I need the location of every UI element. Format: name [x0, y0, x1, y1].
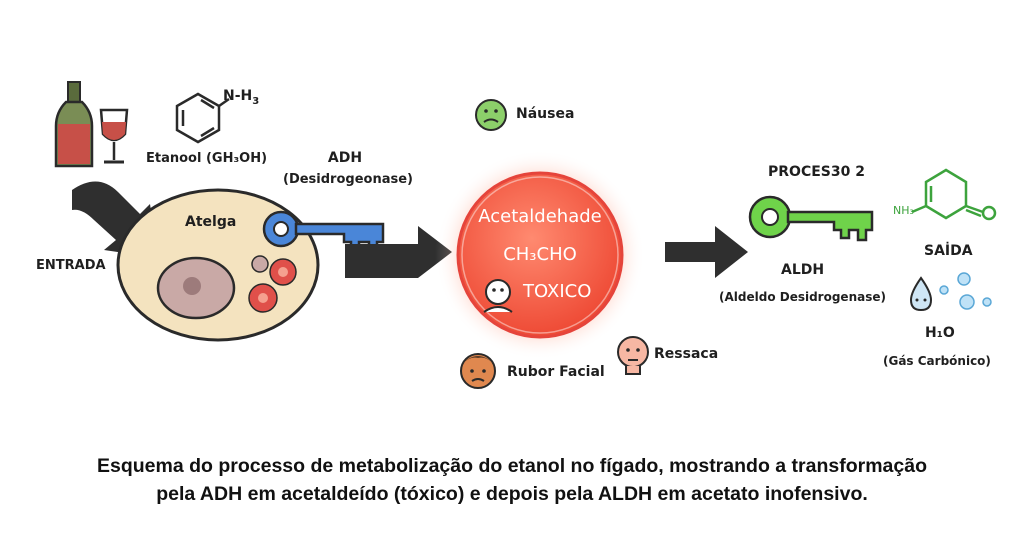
adh-full-label: (Desidrogeonase): [283, 172, 413, 187]
process2-label: PROCES30 2: [768, 164, 865, 180]
saida-label: SAİDA: [924, 243, 973, 259]
water-drop-icon: [909, 276, 933, 312]
cyclohexenone-icon: [911, 168, 997, 221]
nausea-face-icon: [475, 99, 507, 131]
caption-line-2: pela ADH em acetaldeído (tóxico) e depoi…: [156, 483, 868, 505]
rubor-face-icon: [460, 353, 496, 389]
figure-caption: Esquema do processo de metabolização do …: [0, 452, 1024, 508]
benzene-ring-icon: [175, 92, 230, 144]
cell-label: Atelga: [185, 214, 237, 230]
aldh-full-label: (Aldeldo Desidrogenase): [719, 290, 886, 304]
nausea-label: Náusea: [516, 106, 575, 122]
caption-line-1: Esquema do processo de metabolização do …: [97, 455, 927, 477]
gas-bubbles-icon: [939, 272, 992, 310]
aldh-key-icon: [748, 195, 874, 242]
gas-label: (Gás Carbónico): [883, 354, 991, 368]
wine-glass-icon: [99, 108, 129, 164]
ressaca-label: Ressaca: [654, 346, 719, 362]
nh3-label: NH₃: [893, 204, 914, 217]
ressaca-face-icon: [617, 336, 649, 375]
adh-key-icon: [262, 210, 385, 254]
acetaldehyde-name: Acetaldehade: [478, 206, 602, 227]
aldh-label: ALDH: [781, 262, 825, 278]
amine-formula: N-H3: [223, 88, 260, 107]
acetaldehyde-formula: CH₃CHO: [503, 244, 577, 265]
toxic-face-icon: [483, 279, 513, 313]
adh-label: ADH: [327, 150, 363, 166]
water-label: H₁O: [925, 325, 955, 341]
ethanol-label: Etanool (GH₃OH): [146, 151, 268, 166]
rubor-label: Rubor Facial: [507, 364, 605, 380]
toxic-label: TOXICO: [523, 281, 592, 302]
entrada-label: ENTRADA: [36, 258, 106, 273]
wine-bottle-icon: [54, 81, 94, 168]
arrow-to-aldh: [665, 226, 748, 278]
